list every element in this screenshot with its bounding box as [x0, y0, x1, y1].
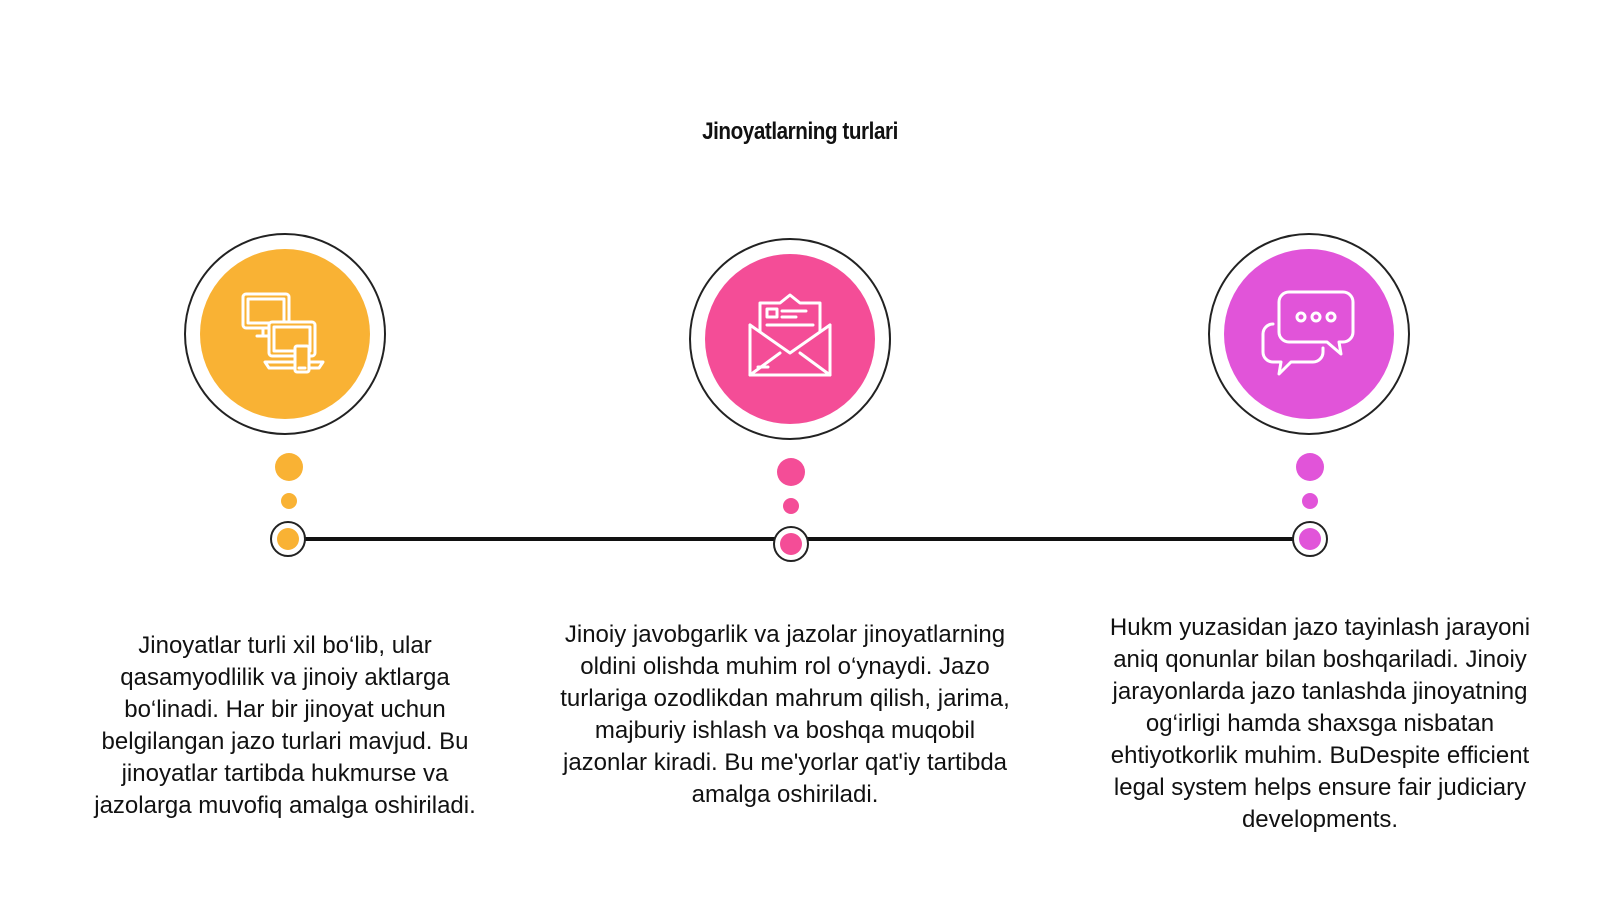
devices-icon	[241, 292, 325, 374]
step-1-dot-small	[281, 493, 297, 509]
step-1-description: Jinoyatlar turli xil bo‘lib, ular qasamy…	[94, 632, 476, 819]
step-3-disc	[1224, 249, 1394, 419]
step-3-icon-circle	[1208, 233, 1410, 435]
step-3-description: Hukm yuzasidan jazo tayinlash jarayoni a…	[1109, 614, 1531, 833]
step-1-timeline-node	[270, 521, 306, 557]
step-1-icon-circle	[184, 233, 386, 435]
step-2-disc	[705, 254, 875, 424]
step-3-dot-large	[1296, 453, 1324, 481]
step-2-icon-circle	[689, 238, 891, 440]
step-1-dot-large	[275, 453, 303, 481]
step-1-disc	[200, 249, 370, 419]
step-2-dot-small	[783, 498, 799, 514]
step-2-description: Jinoiy javobgarlik va jazolar jinoyatlar…	[560, 621, 1010, 808]
step-3-timeline-node	[1292, 521, 1328, 557]
step-2-timeline-node	[773, 526, 809, 562]
step-2-dot-large	[777, 458, 805, 486]
slide-title: Jinoyatlarning turlari	[702, 118, 898, 145]
chat-bubbles-icon	[1261, 290, 1355, 376]
envelope-letter-icon	[748, 293, 832, 377]
step-3-dot-small	[1302, 493, 1318, 509]
